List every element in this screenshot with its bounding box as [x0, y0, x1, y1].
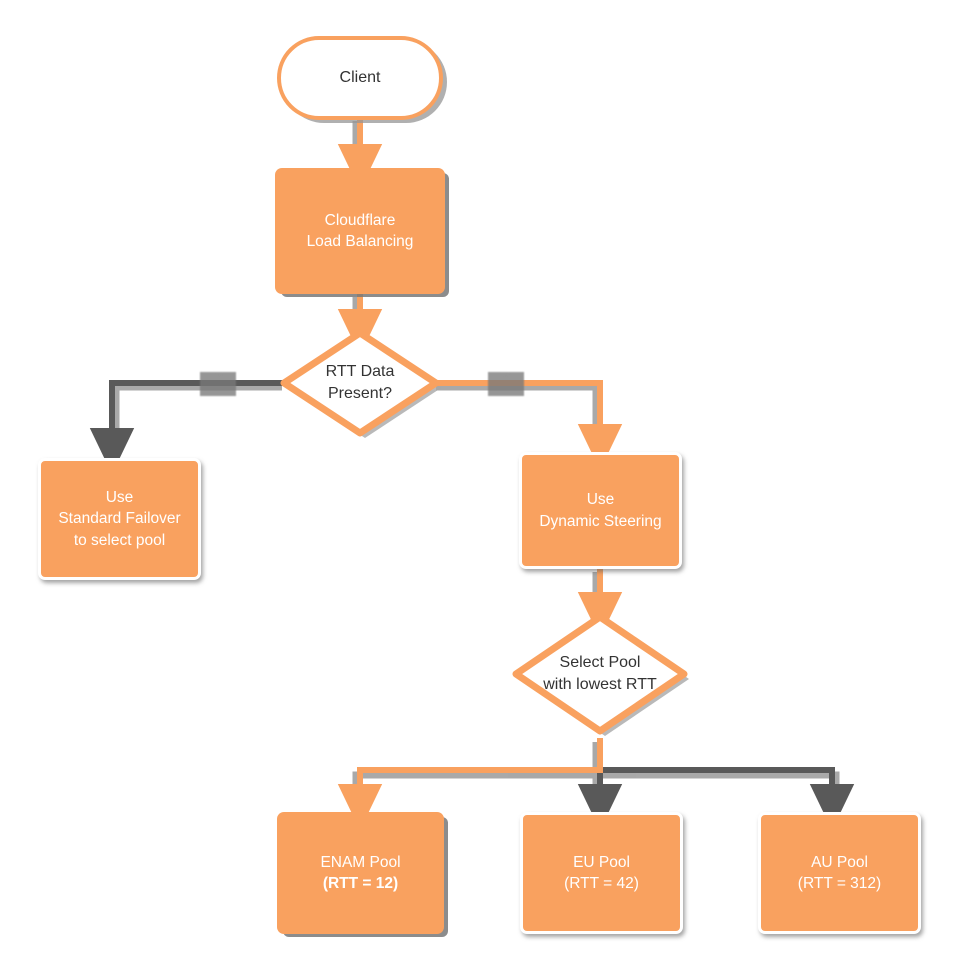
node-au-pool[interactable]: AU Pool (RTT = 312) [758, 812, 921, 934]
edge-select-pool-to-enam [337, 738, 603, 831]
edge-rtt-no-to-standard-failover [89, 380, 285, 475]
node-eu-pool-line2: (RTT = 42) [564, 875, 639, 892]
node-rtt-decision-line2: Present? [327, 385, 393, 402]
decision-shapes [280, 329, 689, 736]
edge-select-pool-to-au [600, 767, 855, 831]
node-au-pool-line2: (RTT = 312) [797, 875, 882, 892]
node-select-pool[interactable]: Select Pool with lowest RTT [516, 617, 684, 731]
node-enam-pool-line2: (RTT = 12) [322, 875, 399, 892]
node-eu-pool[interactable]: EU Pool (RTT = 42) [520, 812, 683, 934]
node-client[interactable]: Client [277, 36, 443, 120]
node-enam-pool-line1: ENAM Pool [320, 853, 401, 871]
node-standard-failover[interactable]: Use Standard Failover to select pool [38, 458, 201, 580]
node-standard-failover-line3: to select pool [73, 531, 166, 549]
edge-label-rtt-yes: Yes [488, 372, 524, 396]
node-dynamic-steering-line2: Dynamic Steering [539, 512, 662, 530]
node-select-pool-line2: with lowest RTT [543, 676, 657, 693]
node-load-balancing[interactable]: Cloudflare Load Balancing [275, 168, 445, 294]
node-rtt-decision-line1: RTT Data [325, 362, 395, 380]
node-eu-pool-line1: EU Pool [573, 853, 630, 871]
edge-label-rtt-no: No [200, 372, 236, 396]
node-standard-failover-line2: Standard Failover [58, 510, 181, 528]
node-select-pool-line1: Select Pool [559, 653, 641, 671]
select-pool-diamond [512, 613, 688, 735]
node-enam-pool[interactable]: ENAM Pool (RTT = 12) [277, 812, 444, 934]
node-load-balancing-line2: Load Balancing [306, 233, 414, 250]
node-client-label: Client [339, 68, 381, 86]
node-dynamic-steering-line1: Use [586, 491, 615, 509]
node-dynamic-steering[interactable]: Use Dynamic Steering [519, 452, 682, 569]
rtt-decision-diamond [280, 329, 440, 437]
node-rtt-decision[interactable]: RTT Data Present? [284, 333, 436, 433]
node-standard-failover-line1: Use [105, 488, 134, 506]
node-au-pool-line1: AU Pool [811, 853, 868, 871]
node-load-balancing-line1: Cloudflare [324, 211, 396, 229]
